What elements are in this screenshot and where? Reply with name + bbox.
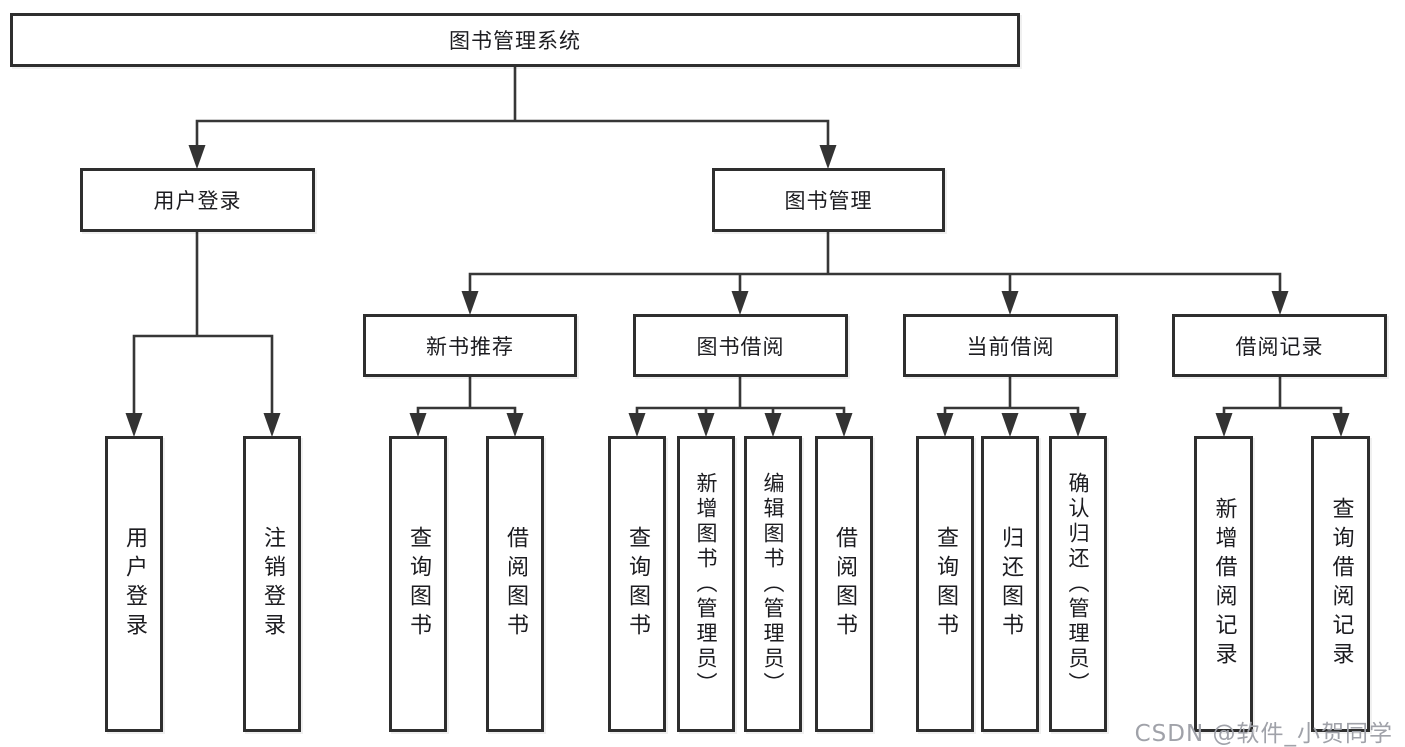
arrowhead [764, 413, 782, 437]
edge-borrow-records-to-leaves [1215, 375, 1350, 437]
arrowhead [1215, 413, 1233, 437]
leaf-current-confirm-return-admin: 确认归还（管理员） [1049, 436, 1107, 732]
node-book-management: 图书管理 [712, 168, 945, 232]
node-new-book-recommend: 新书推荐 [363, 314, 577, 377]
leaf-user-login: 用户登录 [105, 436, 163, 732]
arrowhead [461, 291, 479, 315]
node-book-borrow: 图书借阅 [633, 314, 848, 377]
arrowhead [1069, 413, 1087, 437]
edge-book-borrow-to-leaves [628, 375, 853, 437]
arrowhead [628, 413, 646, 437]
arrowhead [1001, 291, 1019, 315]
arrowhead [819, 145, 837, 169]
edge-user-login-to-leaves [125, 230, 281, 437]
node-borrow-records: 借阅记录 [1172, 314, 1387, 377]
arrowhead [835, 413, 853, 437]
edge-current-borrow-to-leaves [936, 375, 1087, 437]
node-current-borrow: 当前借阅 [903, 314, 1118, 377]
arrowhead [1271, 291, 1289, 315]
leaf-current-return-books: 归还图书 [981, 436, 1039, 732]
watermark-text: CSDN @软件_小贺同学 [1134, 721, 1393, 747]
node-user-login: 用户登录 [80, 168, 315, 232]
arrowhead [697, 413, 715, 437]
leaf-borrow-query-books: 查询图书 [608, 436, 666, 732]
edge-new-book-recommend-to-leaves [409, 375, 524, 437]
leaf-records-query-borrow-record: 查询借阅记录 [1311, 436, 1370, 732]
arrowhead [1001, 413, 1019, 437]
leaf-borrow-edit-books-admin: 编辑图书（管理员） [744, 436, 802, 732]
leaf-logout: 注销登录 [243, 436, 301, 732]
arrowhead [125, 413, 143, 437]
edge-root-to-level2 [188, 65, 837, 169]
leaf-recommend-borrow-books: 借阅图书 [486, 436, 544, 732]
arrowhead [1332, 413, 1350, 437]
arrowhead [263, 413, 281, 437]
leaf-recommend-query-books: 查询图书 [389, 436, 447, 732]
leaf-current-query-books: 查询图书 [916, 436, 974, 732]
leaf-borrow-add-books-admin: 新增图书（管理员） [677, 436, 735, 732]
node-root-library-system: 图书管理系统 [10, 13, 1020, 67]
arrowhead [731, 291, 749, 315]
arrowhead [936, 413, 954, 437]
arrowhead [409, 413, 427, 437]
leaf-records-add-borrow-record: 新增借阅记录 [1194, 436, 1253, 732]
edge-book-management-to-level3 [461, 230, 1289, 315]
arrowhead [188, 145, 206, 169]
leaf-borrow-borrow-books: 借阅图书 [815, 436, 873, 732]
arrowhead [506, 413, 524, 437]
